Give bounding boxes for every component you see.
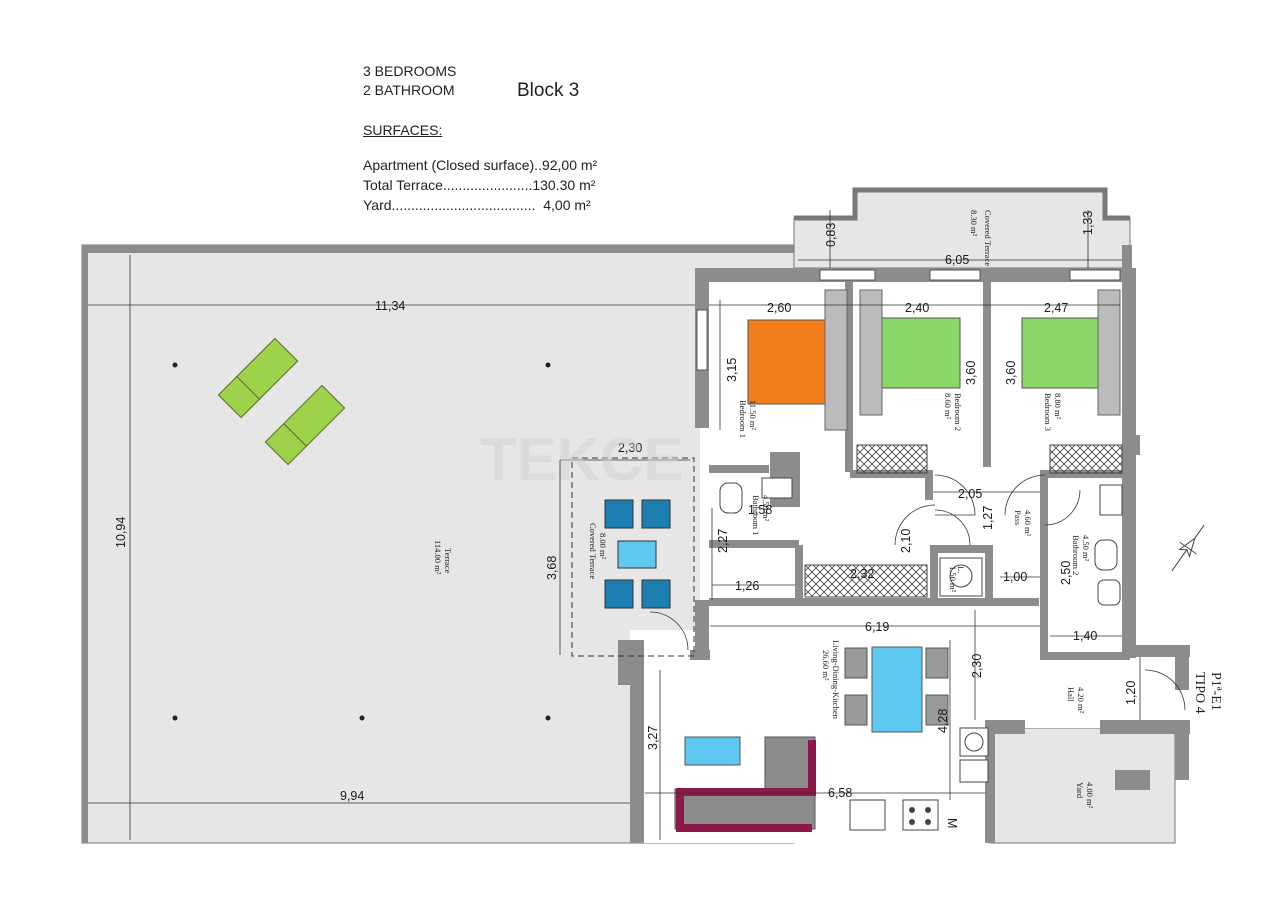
stove <box>902 799 939 831</box>
east-wall <box>1122 268 1136 658</box>
dim-2-32: 2,32 <box>850 567 874 581</box>
terrace-chair <box>604 579 634 609</box>
bedrooms-count: 3 BEDROOMS <box>363 63 457 79</box>
dim-1-40: 1,40 <box>1073 629 1097 643</box>
bathroom2-area: 4.50 m² <box>1081 535 1091 562</box>
dim-1-00: 1,00 <box>1003 570 1027 584</box>
watermark: TEKCE <box>480 426 683 493</box>
sunbed <box>217 337 299 419</box>
wardrobe-pass <box>804 564 928 598</box>
pass-area: 4.60 m² <box>1023 510 1033 537</box>
type-label-line2: TIPO 4 <box>1192 672 1207 714</box>
dining-table <box>871 646 923 733</box>
toilet-bath1 <box>719 482 743 514</box>
covered-terrace-left-name: Covered Terrace <box>588 523 598 579</box>
dim-6-58: 6,58 <box>828 786 852 800</box>
dim-2-47: 2,47 <box>1044 301 1068 315</box>
laundry-unit <box>939 557 983 597</box>
bedroom3-name: Bedroom 3 <box>1043 393 1053 431</box>
wardrobe-bedroom3 <box>1049 444 1123 474</box>
type-label-line1: P1ª-E1 <box>1208 672 1223 711</box>
dim-11-34: 11,34 <box>375 299 405 313</box>
dim-10-94: 10,94 <box>114 517 128 548</box>
laundry-area: 1.50 m² <box>948 566 958 593</box>
living-area: 26.60 m² <box>821 650 831 681</box>
dim-1-58: 1,58 <box>748 503 772 517</box>
dim-3-60-a: 3,60 <box>964 361 978 385</box>
dim-9-94: 9,94 <box>340 789 364 803</box>
terrace-surface: Total Terrace.......................130.… <box>363 177 596 193</box>
dim-3-15: 3,15 <box>725 358 739 382</box>
pass-name: Pass <box>1013 510 1023 525</box>
bedroom1-name: Bedroom 1 <box>738 400 748 438</box>
covered-terrace-top-area: 8.30 m² <box>969 210 979 237</box>
hall-area: 4.20 m² <box>1076 687 1086 714</box>
bedroom2-area: 8.60 m² <box>943 393 953 420</box>
yard-surface: Yard....................................… <box>363 197 591 213</box>
covered-terrace-top-name: Covered Terrace <box>983 210 993 266</box>
bathroom2-name: Bathroom 2 <box>1071 535 1081 575</box>
dim-3-27: 3,27 <box>646 726 660 750</box>
dim-2-05: 2,05 <box>958 487 982 501</box>
sunbed <box>264 384 346 466</box>
dim-2-30-a: 2,30 <box>618 441 642 455</box>
dim-2-60: 2,60 <box>767 301 791 315</box>
bathroom1-name: Bathroom 1 <box>751 495 761 535</box>
living-name: Living-Dining-Kitchen <box>831 640 841 720</box>
bedroom1-area: 11.50 m² <box>748 400 758 431</box>
bedroom3-area: 8.80 m² <box>1053 393 1063 420</box>
dim-4-28: 4,28 <box>936 709 950 733</box>
west-wall-living <box>630 640 644 843</box>
terrace-chair <box>641 579 671 609</box>
dim-2-10: 2,10 <box>899 529 913 553</box>
dim-3-60-b: 3,60 <box>1004 361 1018 385</box>
dim-2-40: 2,40 <box>905 301 929 315</box>
covered-terrace-outline <box>571 457 695 657</box>
surfaces-title: SURFACES: <box>363 122 443 138</box>
dim-0-83: 0,83 <box>824 223 838 247</box>
kitchen-island <box>684 736 741 766</box>
wardrobe-bedroom2 <box>856 444 928 474</box>
dim-1-26: 1,26 <box>735 579 759 593</box>
bathrooms-count: 2 BATHROOM <box>363 82 455 98</box>
terrace-chair <box>604 499 634 529</box>
dim-2-27: 2,27 <box>716 529 730 553</box>
dim-1-33: 1,33 <box>1081 211 1095 235</box>
dim-2-50: 2,50 <box>1059 561 1073 585</box>
dim-6-05: 6,05 <box>945 253 969 267</box>
north-wall <box>695 268 1135 282</box>
terrace-area: 114.00 m² <box>433 540 443 575</box>
apartment-surface: Apartment (Closed surface)..92,00 m² <box>363 157 598 173</box>
dim-1-20: 1,20 <box>1124 681 1138 705</box>
hall-name: Hall <box>1066 687 1076 702</box>
yard-name: Yard <box>1075 782 1085 799</box>
m-mark: M <box>945 818 959 828</box>
block-label: Block 3 <box>517 80 580 101</box>
laundry-name: L. <box>956 566 966 573</box>
compass-icon <box>1171 524 1205 572</box>
bedroom1-nightstands <box>824 289 848 431</box>
dim-6-19: 6,19 <box>865 620 889 634</box>
dim-1-27: 1,27 <box>981 506 995 530</box>
dim-2-30-b: 2,30 <box>970 654 984 678</box>
bedroom2-name: Bedroom 2 <box>953 393 963 431</box>
bathroom1-area: 4.50 m² <box>761 495 771 522</box>
toilet-bath2 <box>1094 539 1118 571</box>
terrace-name: Terrace <box>443 548 453 574</box>
dim-3-68: 3,68 <box>545 556 559 580</box>
yard-area: 4.00 m² <box>1085 782 1095 809</box>
terrace-parapet <box>82 245 794 253</box>
kitchen-counter-edge <box>676 740 816 832</box>
terrace-chair <box>641 499 671 529</box>
terrace-table <box>617 540 657 569</box>
covered-terrace-left-area: 8.00 m² <box>598 533 608 560</box>
